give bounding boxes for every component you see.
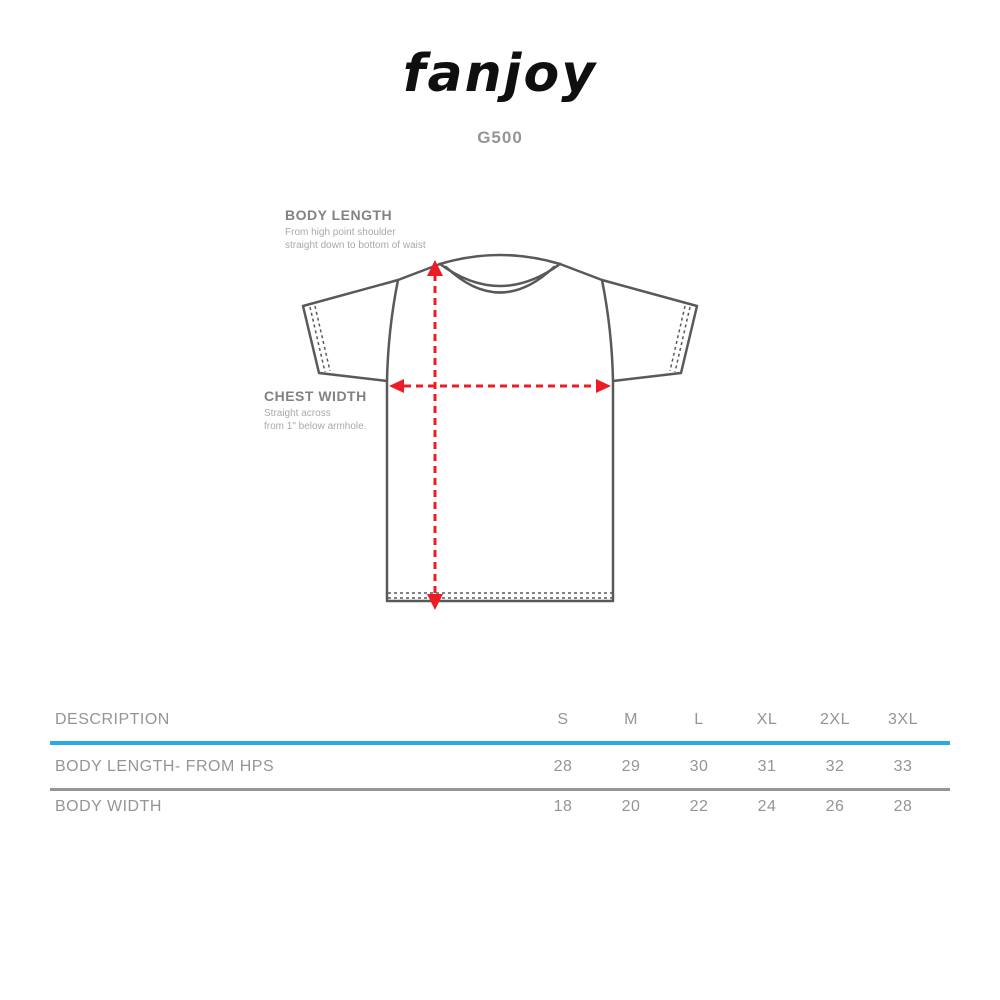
- table-cell: 33: [893, 758, 913, 775]
- table-col-header-xl: XL: [756, 711, 778, 728]
- table-row-body-width: BODY WIDTH 18 20 22 24 26 28: [55, 797, 953, 817]
- table-cell: 28: [893, 798, 913, 815]
- fanjoy-logo: fanjoy: [402, 44, 598, 104]
- row-description: BODY LENGTH- FROM HPS: [55, 758, 275, 775]
- body-length-desc-line2: straight down to bottom of waist: [285, 240, 426, 251]
- body-length-desc-line1: From high point shoulder: [285, 227, 396, 238]
- table-cell: 32: [825, 758, 845, 775]
- tshirt-stitching: [309, 305, 691, 599]
- table-cell: 30: [689, 758, 709, 775]
- table-divider-gray: [50, 788, 950, 791]
- row-description: BODY WIDTH: [55, 798, 162, 815]
- table-cell: 24: [757, 798, 777, 815]
- table-col-header-s: S: [557, 711, 569, 728]
- body-length-label-group: BODY LENGTH From high point shoulder str…: [285, 207, 495, 252]
- table-cell: 28: [553, 758, 573, 775]
- table-col-header-2xl: 2XL: [820, 711, 850, 728]
- body-length-arrow: [427, 260, 443, 610]
- chest-width-arrow: [389, 379, 611, 393]
- table-col-header-description: DESCRIPTION: [55, 711, 170, 728]
- table-cell: 26: [825, 798, 845, 815]
- table-row-body-length: BODY LENGTH- FROM HPS 28 29 30 31 32 33: [55, 757, 953, 777]
- table-cell: 20: [621, 798, 641, 815]
- table-cell: 29: [621, 758, 641, 775]
- chest-width-label: CHEST WIDTH: [264, 388, 367, 404]
- body-length-label: BODY LENGTH: [285, 207, 393, 223]
- table-col-header-3xl: 3XL: [888, 711, 918, 728]
- table-cell: 31: [757, 758, 777, 775]
- chest-width-label-group: CHEST WIDTH Straight across from 1" belo…: [264, 388, 414, 433]
- chest-width-desc-line1: Straight across: [264, 408, 331, 419]
- table-cell: 18: [553, 798, 573, 815]
- table-divider-blue: [50, 741, 950, 745]
- table-cell: 22: [689, 798, 709, 815]
- product-code: G500: [477, 128, 523, 147]
- table-col-header-m: M: [624, 711, 638, 728]
- size-table-header-row: DESCRIPTION S M L XL 2XL 3XL: [55, 710, 953, 730]
- chest-width-desc-line2: from 1" below armhole.: [264, 421, 367, 432]
- table-col-header-l: L: [694, 711, 704, 728]
